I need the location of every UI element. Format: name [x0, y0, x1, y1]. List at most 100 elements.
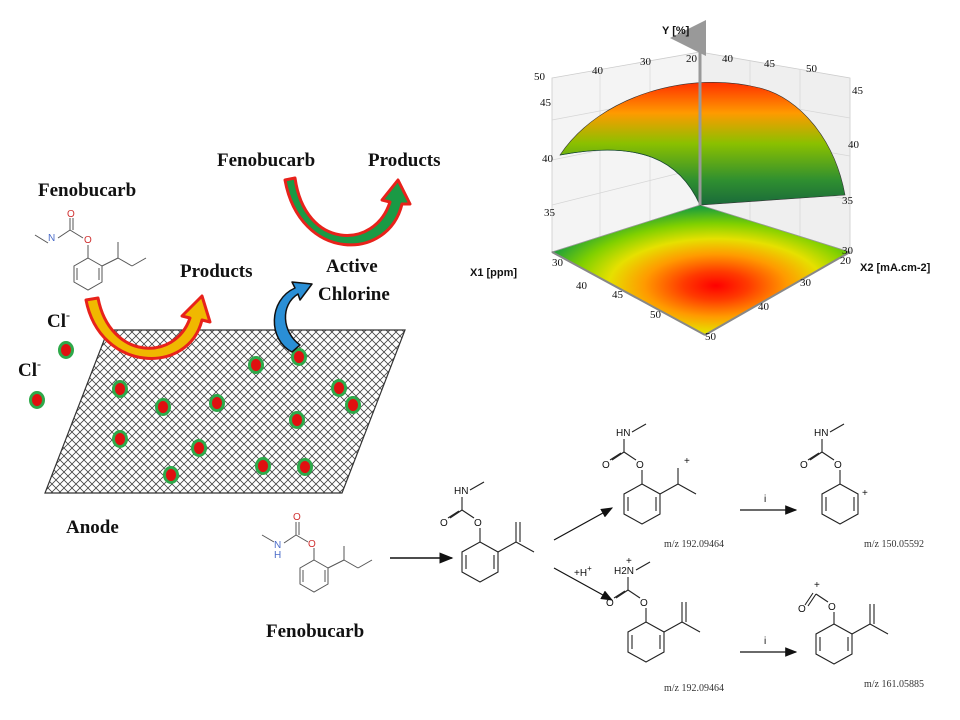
- chloride-dot: [29, 391, 45, 409]
- svg-text:H: H: [274, 550, 281, 561]
- svg-text:O: O: [640, 598, 648, 609]
- svg-text:O: O: [474, 518, 482, 529]
- intermediate-structure: HN O O: [440, 481, 535, 583]
- fragmentation-label-1: i: [764, 494, 766, 505]
- chloride-dot: [191, 439, 207, 457]
- anode-scheme: N O O Fenobucarb Fenobucarb Products Pro…: [18, 150, 440, 538]
- product-2-structure: HN O O +: [800, 423, 868, 525]
- y-tick-right: 35: [842, 195, 854, 207]
- reaction-arrow-up: [553, 507, 614, 541]
- mz-label-3: m/z 192.09464: [664, 683, 724, 694]
- chloride-dot: [163, 466, 179, 484]
- y-tick-left: 45: [540, 97, 552, 109]
- x2-tick: 50: [705, 331, 717, 343]
- x2-tick: 40: [758, 301, 770, 313]
- svg-text:O: O: [440, 518, 448, 529]
- chloride-dot: [155, 398, 171, 416]
- y-tick-left: 50: [534, 71, 546, 83]
- svg-text:O: O: [67, 209, 75, 220]
- fenobucarb-structure-left: N O O: [34, 209, 147, 291]
- svg-text:HN: HN: [814, 428, 828, 439]
- chloride-label-2: Cl-: [18, 357, 41, 381]
- x1-tick: 40: [576, 280, 588, 292]
- anode-mesh-plate: [44, 329, 406, 494]
- svg-text:N: N: [48, 233, 55, 244]
- svg-text:+: +: [814, 580, 820, 591]
- x1-tick: 45: [612, 289, 624, 301]
- y-tick-right: 45: [852, 85, 864, 97]
- chloride-dot: [297, 458, 313, 476]
- svg-text:O: O: [308, 539, 316, 550]
- x2-tick: 30: [842, 245, 854, 257]
- chloride-dots: [29, 341, 361, 484]
- product-1-structure: HN O O +: [602, 423, 697, 525]
- chloride-dot: [112, 430, 128, 448]
- svg-text:+: +: [626, 556, 632, 567]
- top-tick: 20: [686, 53, 698, 65]
- svg-text:O: O: [84, 235, 92, 246]
- x2-tick: 20: [840, 255, 852, 267]
- top-tick: 45: [764, 58, 776, 70]
- chloride-dot: [289, 411, 305, 429]
- fenobucarb-label-bottom: Fenobucarb: [266, 621, 364, 642]
- fenobucarb-label-left: Fenobucarb: [38, 180, 136, 201]
- mz-label-1: m/z 192.09464: [664, 539, 724, 550]
- fenobucarb-label-top: Fenobucarb: [217, 150, 315, 171]
- chloride-dot: [291, 348, 307, 366]
- svg-text:O: O: [293, 512, 301, 523]
- x1-axis: [551, 251, 706, 336]
- fenobucarb-structure-bottom: N H O O: [261, 512, 373, 593]
- chloride-dot: [345, 396, 361, 414]
- svg-text:O: O: [834, 460, 842, 471]
- chlorine-label: Chlorine: [318, 284, 390, 305]
- protonation-label: +H+: [574, 564, 592, 579]
- anode-label: Anode: [66, 517, 119, 538]
- oxidation-arrow-yellow: [84, 294, 212, 360]
- active-label: Active: [326, 256, 378, 277]
- chloride-label-1: Cl-: [47, 308, 70, 332]
- x2-axis-title: X2 [mA.cm-2]: [860, 262, 931, 274]
- svg-text:O: O: [828, 602, 836, 613]
- mz-label-2: m/z 150.05592: [864, 539, 924, 550]
- svg-text:O: O: [798, 604, 806, 615]
- top-tick: 50: [806, 63, 818, 75]
- y-tick-right: 40: [848, 139, 860, 151]
- product-4-structure: + O O: [798, 580, 889, 665]
- svg-text:HN: HN: [616, 428, 630, 439]
- x1-tick: 30: [552, 257, 564, 269]
- svg-text:H2N: H2N: [614, 566, 634, 577]
- x1-axis-title: X1 [ppm]: [470, 267, 517, 279]
- y-axis-title: Y [%]: [662, 25, 690, 37]
- product-3-structure: H2N + O O: [606, 556, 701, 663]
- x2-tick: 30: [800, 277, 812, 289]
- chloride-dot: [58, 341, 74, 359]
- top-tick: 40: [722, 53, 734, 65]
- top-tick: 30: [640, 56, 652, 68]
- chloride-dot: [112, 380, 128, 398]
- reaction-arrow-down: [553, 567, 614, 601]
- response-surface-plot: Y [%] X1 [ppm] X2 [mA.cm-2] 50 45 40 35 …: [470, 20, 931, 343]
- products-label-top: Products: [368, 150, 440, 171]
- svg-text:+: +: [862, 488, 868, 499]
- top-tick: 40: [592, 65, 604, 77]
- svg-text:HN: HN: [454, 486, 468, 497]
- chloride-dot: [255, 457, 271, 475]
- chloride-dot: [209, 394, 225, 412]
- svg-text:O: O: [800, 460, 808, 471]
- indirect-oxidation-arrow-green: [283, 176, 412, 247]
- chlorine-arrow-blue: [273, 281, 313, 353]
- x2-axis: [704, 251, 851, 336]
- degradation-pathway: N H O O Fenobucarb HN O: [261, 423, 924, 694]
- x1-tick: 50: [650, 309, 662, 321]
- fragmentation-label-2: i: [764, 636, 766, 647]
- svg-text:O: O: [636, 460, 644, 471]
- svg-text:+: +: [684, 456, 690, 467]
- products-label-mid: Products: [180, 261, 252, 282]
- chloride-dot: [331, 379, 347, 397]
- chloride-dot: [248, 356, 264, 374]
- svg-text:N: N: [274, 540, 281, 551]
- svg-text:O: O: [602, 460, 610, 471]
- mz-label-4: m/z 161.05885: [864, 679, 924, 690]
